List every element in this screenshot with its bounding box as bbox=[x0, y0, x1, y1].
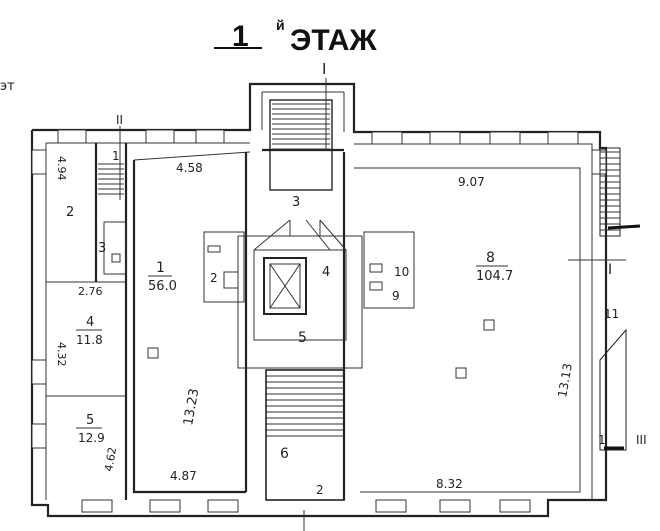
room-1-number: 1 bbox=[156, 260, 165, 276]
room-4-area-value: 11.8 bbox=[76, 333, 103, 347]
corner-text: эт bbox=[0, 79, 15, 94]
dim-462: 4.62 bbox=[102, 446, 119, 472]
room-9-number: 9 bbox=[392, 289, 400, 303]
floor-superscript: й bbox=[276, 17, 285, 33]
room-10-number: 10 bbox=[394, 265, 409, 279]
room-5b-number: 5 bbox=[298, 330, 307, 346]
room-3b-number: 3 bbox=[292, 195, 300, 210]
section-marks: I II I III bbox=[116, 60, 647, 531]
dimension-labels: 4.94 4.58 9.07 2.76 4.32 13.23 13.13 4.6… bbox=[55, 156, 575, 491]
dim-432: 4.32 bbox=[55, 342, 68, 367]
fixtures bbox=[103, 221, 495, 379]
dim-1313: 13.13 bbox=[555, 362, 575, 398]
room-6-number: 6 bbox=[280, 446, 289, 462]
room-3-number: 3 bbox=[98, 241, 106, 256]
stairs bbox=[98, 99, 627, 501]
room-8-area: 104.7 bbox=[476, 269, 513, 284]
section-mark-right: I bbox=[608, 262, 612, 278]
room-2c-number: 2 bbox=[316, 483, 324, 497]
floor-title: 1 й ЭТАЖ bbox=[214, 17, 377, 57]
dim-494: 4.94 bbox=[55, 156, 68, 181]
room-11-number: 11 bbox=[604, 307, 619, 321]
dim-458: 4.58 bbox=[176, 161, 203, 175]
room-5-number: 5 bbox=[86, 413, 94, 428]
room-labels: 1 56.0 2 3 3 4 11.8 4 5 12.9 5 6 8 104.7… bbox=[66, 149, 619, 497]
dim-276: 2.76 bbox=[78, 285, 103, 298]
room-1b-number: 1 bbox=[112, 149, 120, 163]
room-5-area: 12.9 bbox=[78, 431, 105, 445]
interior-walls bbox=[46, 143, 581, 500]
room-2b-number: 2 bbox=[210, 271, 218, 285]
room-4b-number: 4 bbox=[322, 265, 330, 280]
section-mark-top: I bbox=[322, 60, 326, 78]
dim-832: 8.32 bbox=[436, 477, 463, 491]
room-8-number: 8 bbox=[486, 250, 495, 266]
floor-number: 1 bbox=[232, 20, 249, 53]
section-mark-lower-right: III bbox=[636, 433, 647, 447]
dim-907: 9.07 bbox=[458, 175, 485, 189]
windows bbox=[31, 129, 607, 513]
room-1-area: 56.0 bbox=[148, 279, 177, 294]
room-2-number: 2 bbox=[66, 205, 74, 220]
dim-487: 4.87 bbox=[170, 469, 197, 483]
room-4-number: 4 bbox=[86, 315, 94, 330]
elevator-shaft bbox=[263, 257, 307, 315]
section-mark-upper-left: II bbox=[116, 113, 123, 127]
dim-1323: 13.23 bbox=[181, 387, 202, 426]
floor-word: ЭТАЖ bbox=[290, 24, 377, 57]
room-1c-number: 1 bbox=[598, 433, 606, 447]
